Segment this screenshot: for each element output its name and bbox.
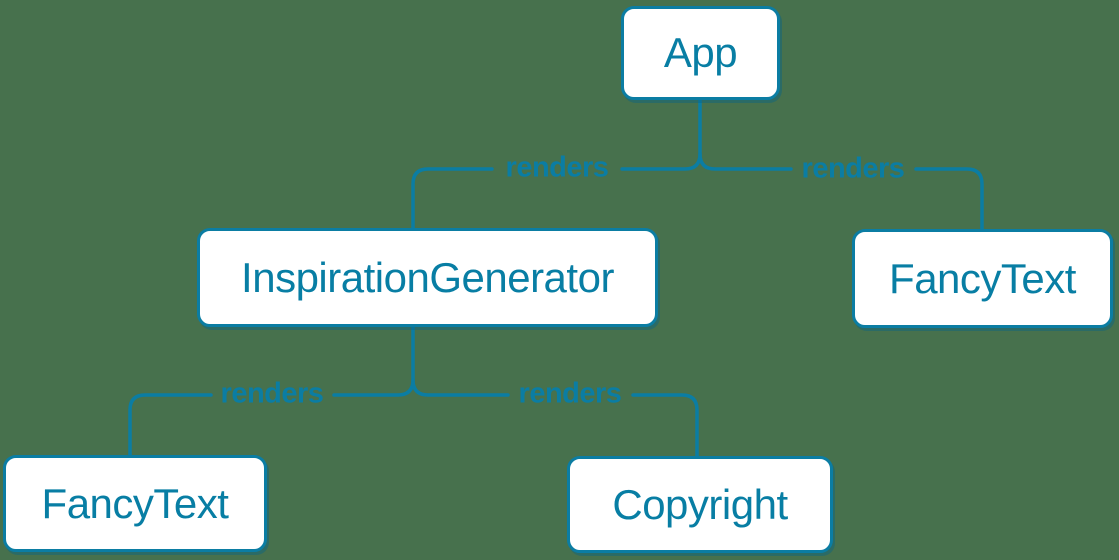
- node-app-label: App: [663, 29, 738, 76]
- node-fancy-text-bottom-left-label: FancyText: [41, 479, 229, 527]
- edge-label-app-fancytext: renders: [801, 152, 905, 185]
- node-fancy-text-bottom-left: FancyText: [3, 455, 267, 552]
- edge-label-inspirationgenerator-fancytext: renders: [220, 377, 324, 410]
- edge-label-app-inspirationgenerator: renders: [505, 151, 609, 184]
- node-copyright: Copyright: [567, 456, 833, 553]
- edge-app-to-fancytext-line: [698, 152, 984, 231]
- edge-inspirationgenerator-to-copyright-line: [411, 378, 699, 458]
- node-app: App: [621, 6, 780, 100]
- edge-label-inspirationgenerator-copyright: renders: [518, 377, 622, 410]
- node-copyright-label: Copyright: [612, 480, 788, 528]
- node-fancy-text-top-right: FancyText: [852, 229, 1113, 328]
- node-fancy-text-top-right-label: FancyText: [889, 254, 1076, 302]
- node-inspiration-generator: InspirationGenerator: [197, 228, 658, 327]
- node-inspiration-generator-label: InspirationGenerator: [241, 253, 614, 301]
